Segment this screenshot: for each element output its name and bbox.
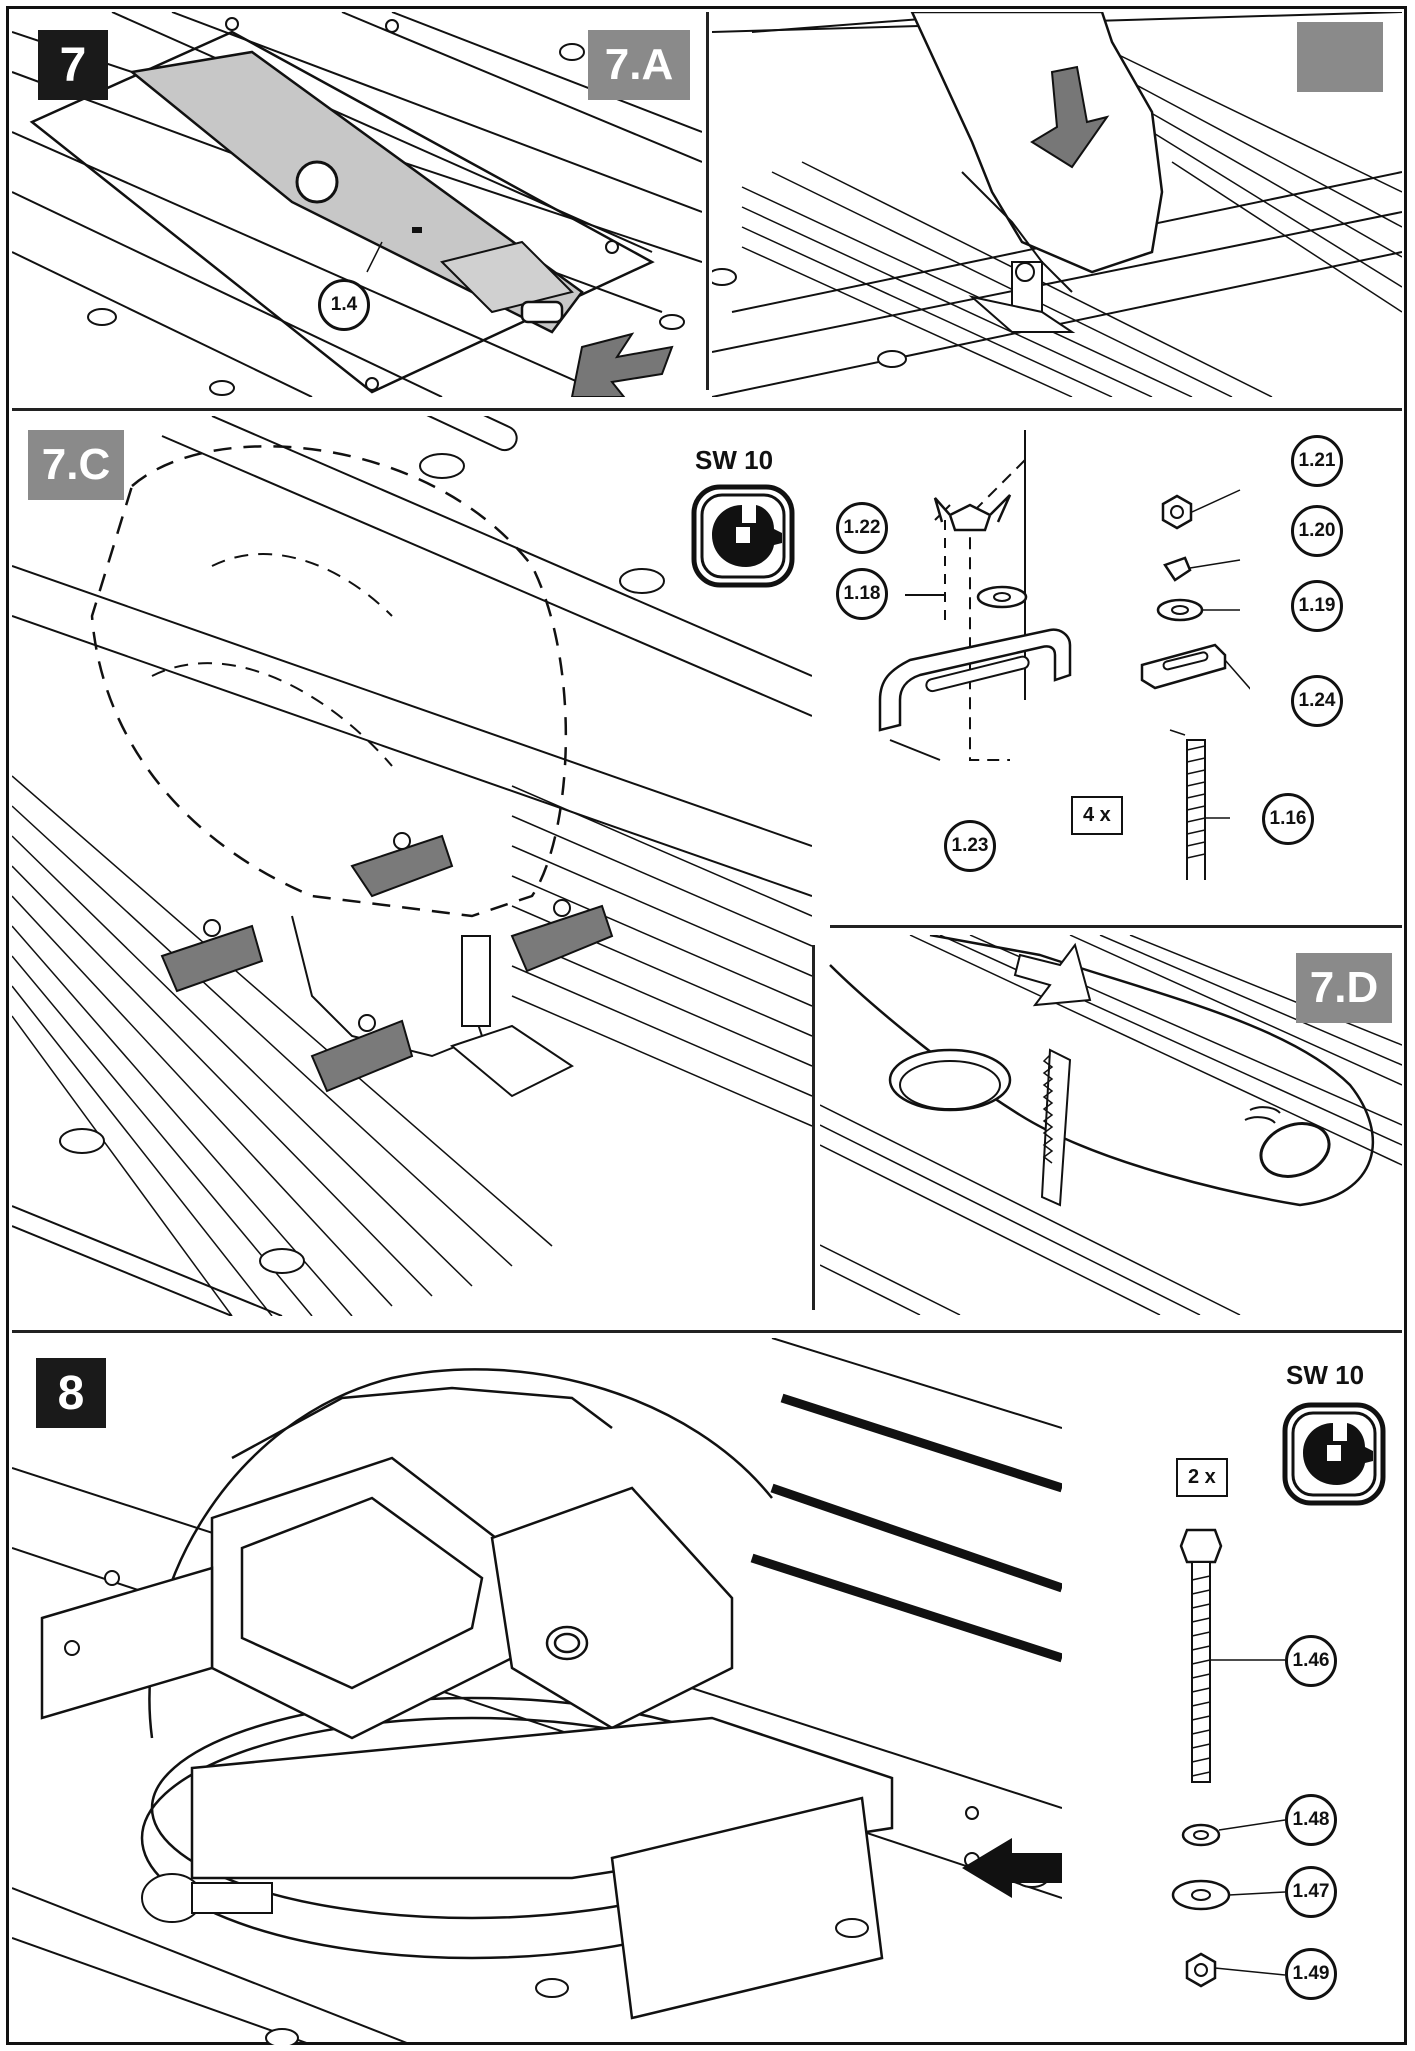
arrow-icon: [570, 332, 674, 397]
wing-nut: [933, 494, 1012, 532]
figure-7d: 7.D: [820, 935, 1402, 1315]
figure-tag-7b: [1297, 22, 1383, 92]
figure-7d-drawing: [820, 935, 1402, 1315]
hardware-7c: [878, 430, 1250, 880]
wrench-icon: [1282, 1402, 1386, 1506]
clamp-bracket: [878, 628, 1072, 732]
figure-tag-7d: 7.D: [1296, 953, 1392, 1023]
tool-size-label-8: SW 10: [1286, 1360, 1365, 1390]
part-callout-1-48: 1.48: [1285, 1794, 1337, 1846]
part-callout-1-16: 1.16: [1262, 793, 1314, 845]
part-callout-1-20: 1.20: [1291, 505, 1343, 557]
part-callout-1-19: 1.19: [1291, 580, 1343, 632]
figure-7: 7 7.A 1.4: [12, 12, 702, 397]
part-callout-1-4: 1.4: [318, 279, 370, 331]
hex-nut: [1161, 494, 1193, 530]
figure-7b-drawing: [712, 12, 1402, 397]
figure-tag-7a: 7.A: [588, 30, 690, 100]
figure-7c-drawing: [12, 416, 812, 1316]
quantity-label-8: 2 x: [1176, 1458, 1228, 1497]
arrow-icon: [1013, 942, 1092, 1007]
hex-bolt: [1186, 739, 1206, 880]
part-callout-1-49: 1.49: [1285, 1948, 1337, 2000]
arrow-icon: [1030, 65, 1110, 169]
figure-7b: [712, 12, 1402, 397]
part-callout-1-47: 1.47: [1285, 1866, 1337, 1918]
part-callout-1-24: 1.24: [1291, 675, 1343, 727]
figure-tag-7c: 7.C: [28, 430, 124, 500]
divider-row2: [12, 1330, 1402, 1333]
figure-7c: 7.C: [12, 416, 812, 1316]
hex-nut: [1185, 1952, 1217, 1988]
hardware-8: [1171, 1528, 1286, 1988]
figure-tag-7: 7: [38, 30, 108, 100]
figure-7-drawing: [12, 12, 702, 397]
divider-top-vertical: [706, 12, 709, 390]
part-callout-1-21: 1.21: [1291, 435, 1343, 487]
divider-row1: [12, 408, 1402, 411]
part-callout-1-18: 1.18: [836, 568, 888, 620]
part-callout-1-22: 1.22: [836, 502, 888, 554]
figure-8: 8: [12, 1338, 1062, 2045]
figure-tag-8: 8: [36, 1358, 106, 1428]
arrow-icon: [962, 1838, 1062, 1898]
divider-7d: [830, 925, 1402, 928]
hex-bolt: [1179, 1528, 1223, 1783]
divider-7d-vertical: [812, 945, 815, 1310]
tool-size-label-7c: SW 10: [695, 445, 774, 475]
wrench-icon: [691, 484, 795, 588]
part-callout-1-46: 1.46: [1285, 1635, 1337, 1687]
page-frame: [6, 6, 1407, 2045]
quantity-label-7c: 4 x: [1071, 796, 1123, 835]
part-callout-1-23: 1.23: [944, 820, 996, 872]
figure-8-drawing: [12, 1338, 1062, 2045]
